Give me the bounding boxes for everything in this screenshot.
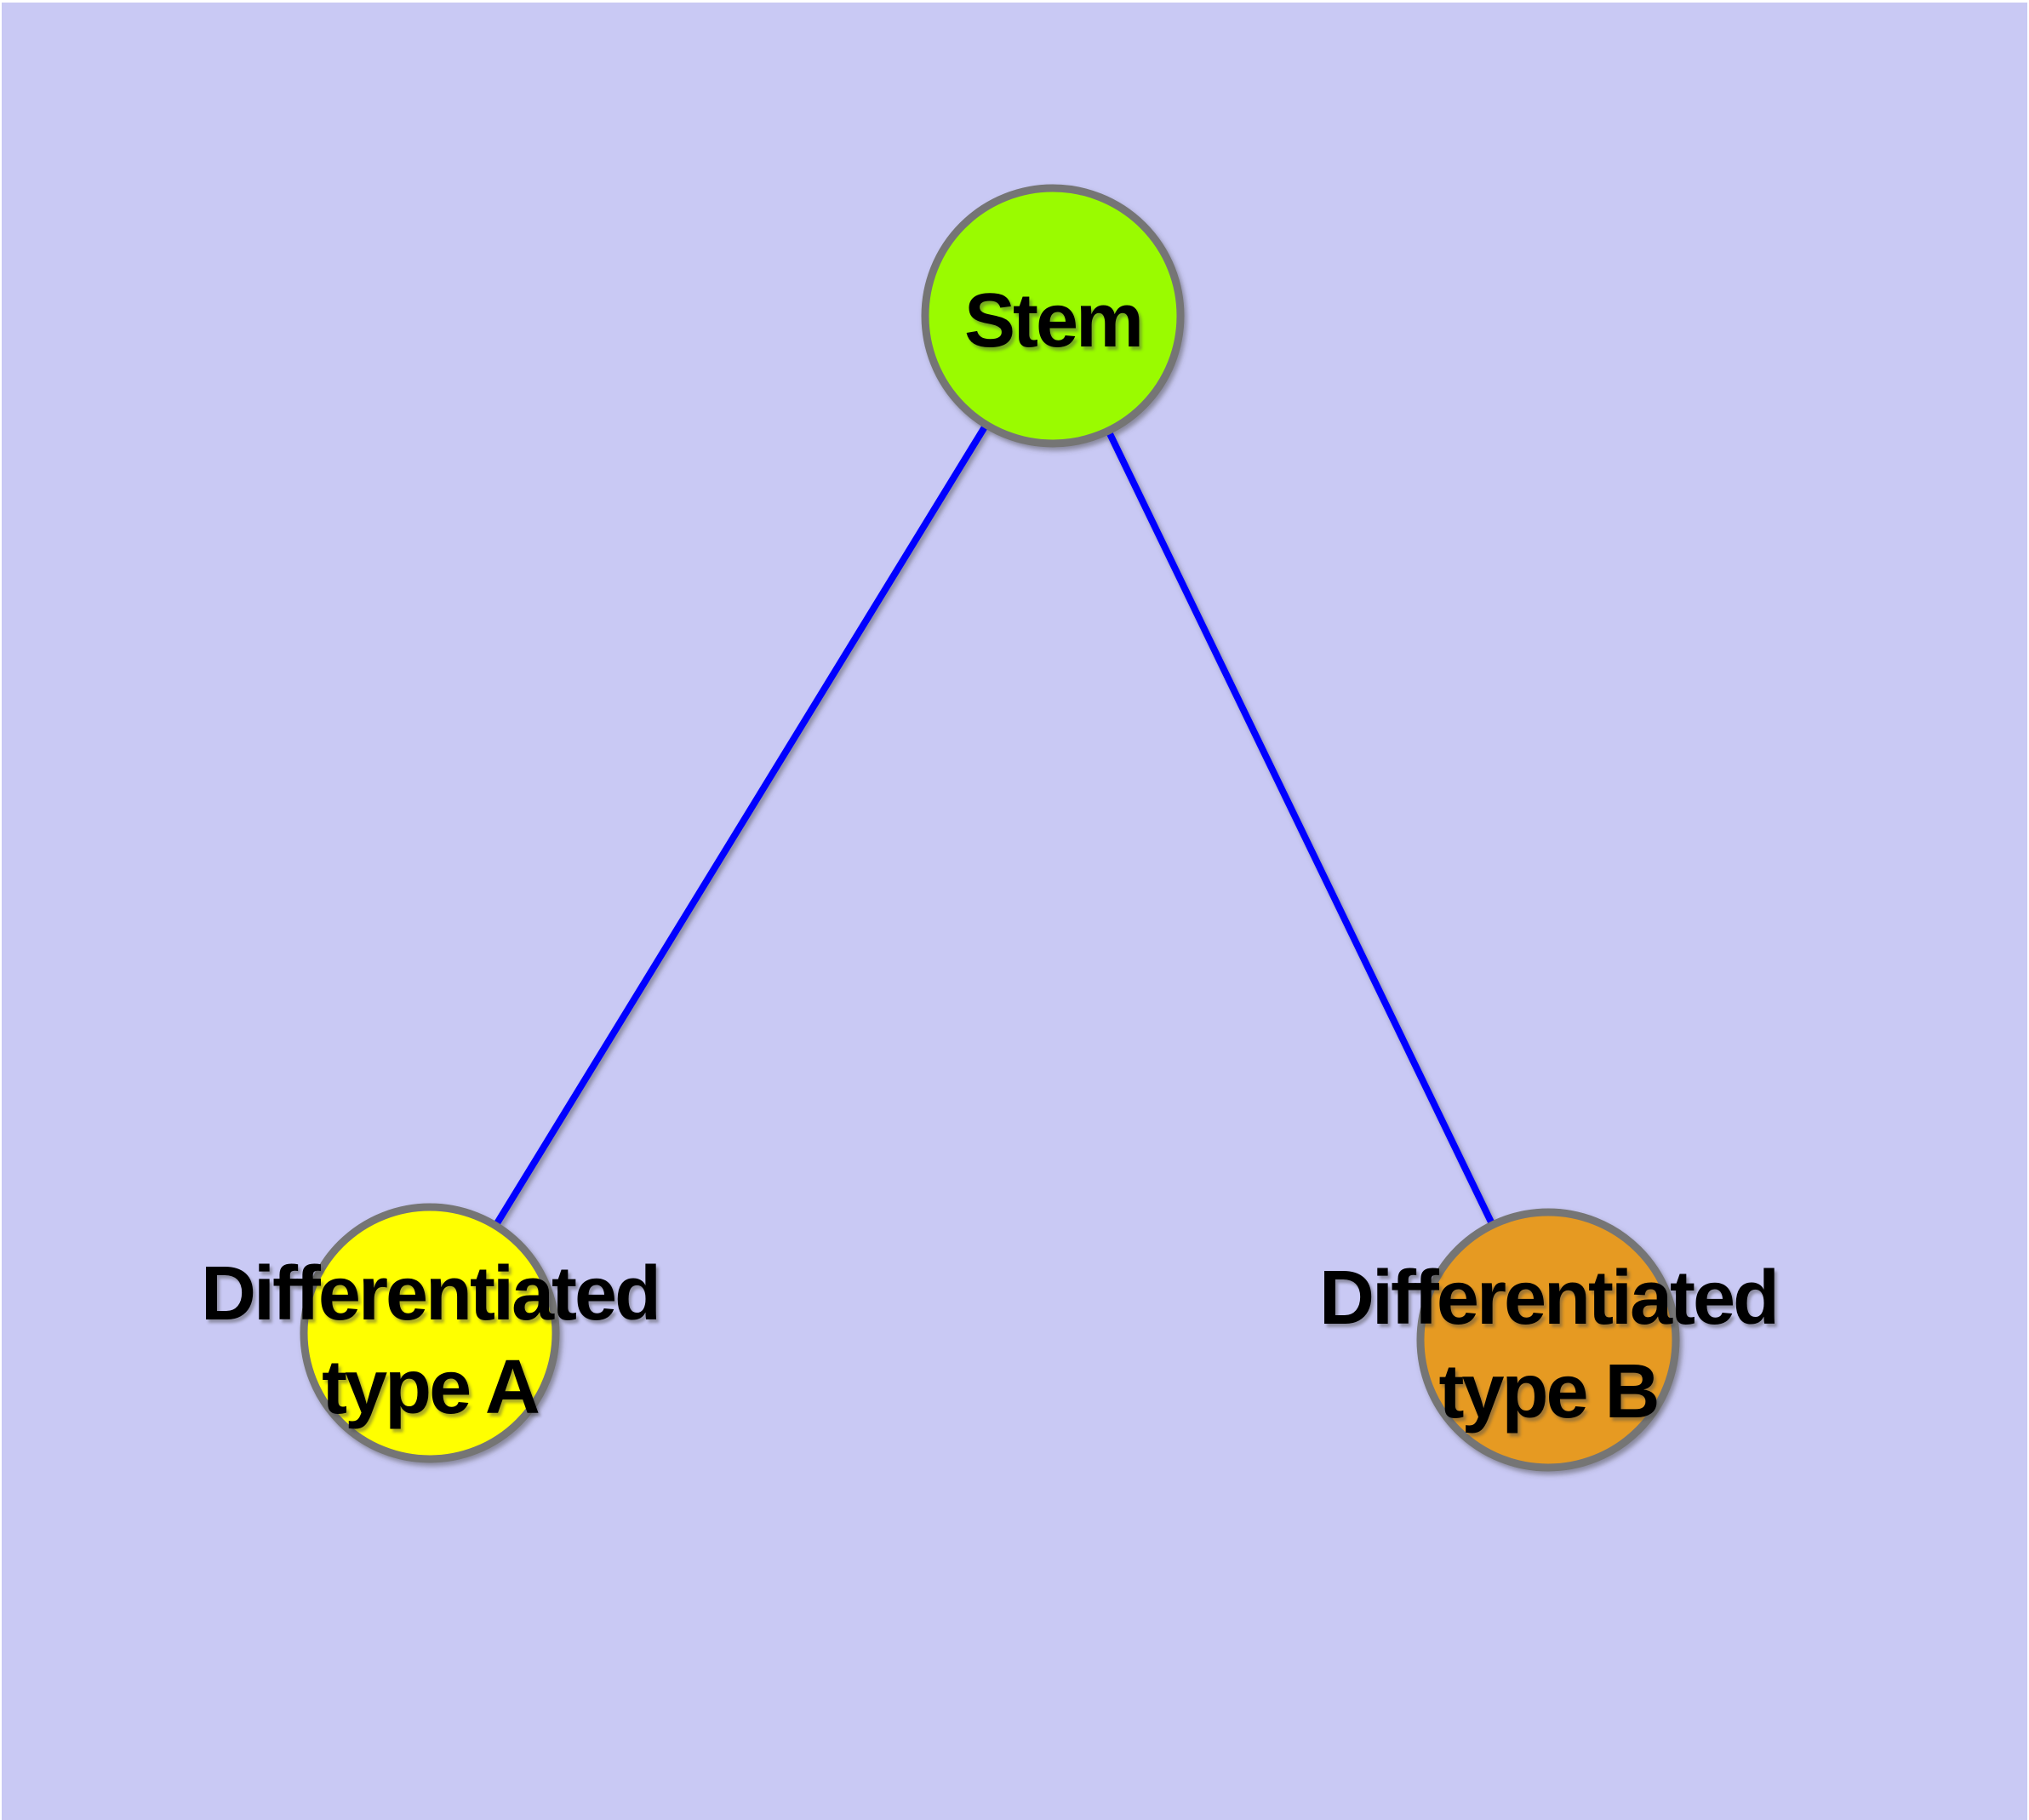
edge-stem-to-type-b <box>1049 314 1552 1342</box>
node-stem-circle <box>921 184 1185 448</box>
node-type-a-circle <box>300 1203 560 1463</box>
edge-stem-to-type-a <box>426 313 1056 1336</box>
node-type-b-circle <box>1416 1208 1680 1472</box>
